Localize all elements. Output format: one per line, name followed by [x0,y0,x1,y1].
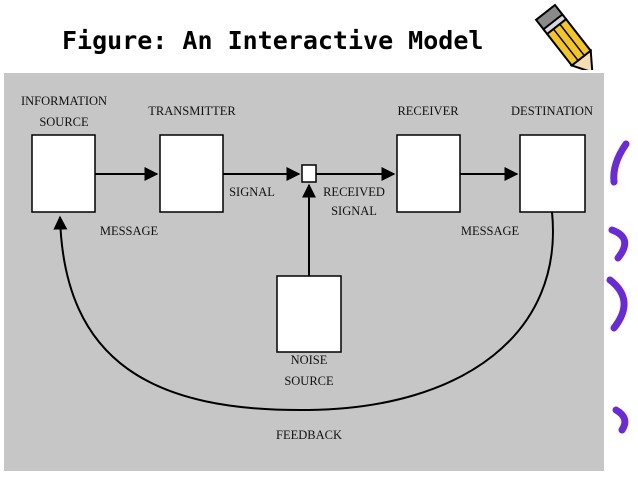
communication-model-diagram: INFORMATION SOURCE TRANSMITTER RECEIVER … [21,94,593,442]
transmitter-box [159,134,224,213]
pencil-icon [534,3,594,70]
diagram-panel: INFORMATION SOURCE TRANSMITTER RECEIVER … [4,73,604,471]
receiver-label: RECEIVER [397,104,459,118]
feedback-label: FEEDBACK [276,428,342,442]
message-right-label: MESSAGE [461,224,520,238]
page-title: Figure: An Interactive Model [62,26,484,55]
noise-source-box [276,275,342,353]
received-signal-label-line1: RECEIVED [323,185,385,199]
destination-box [519,134,586,213]
noise-source-label-line1: NOISE [291,353,328,367]
feedback-arrow [53,211,554,412]
destination-label: DESTINATION [511,104,593,118]
noise-junction-box [301,164,317,183]
information-source-label-line1: INFORMATION [21,94,107,108]
transmitter-label: TRANSMITTER [148,104,236,118]
message-left-label: MESSAGE [100,224,159,238]
noise-source-label-line2: SOURCE [284,374,334,388]
information-source-box [31,134,96,213]
information-source-label-line2: SOURCE [39,115,89,129]
received-signal-label-line2: SIGNAL [331,204,377,218]
signal-label: SIGNAL [229,185,275,199]
decorative-swirl-icon [606,140,630,434]
receiver-box [396,134,461,213]
